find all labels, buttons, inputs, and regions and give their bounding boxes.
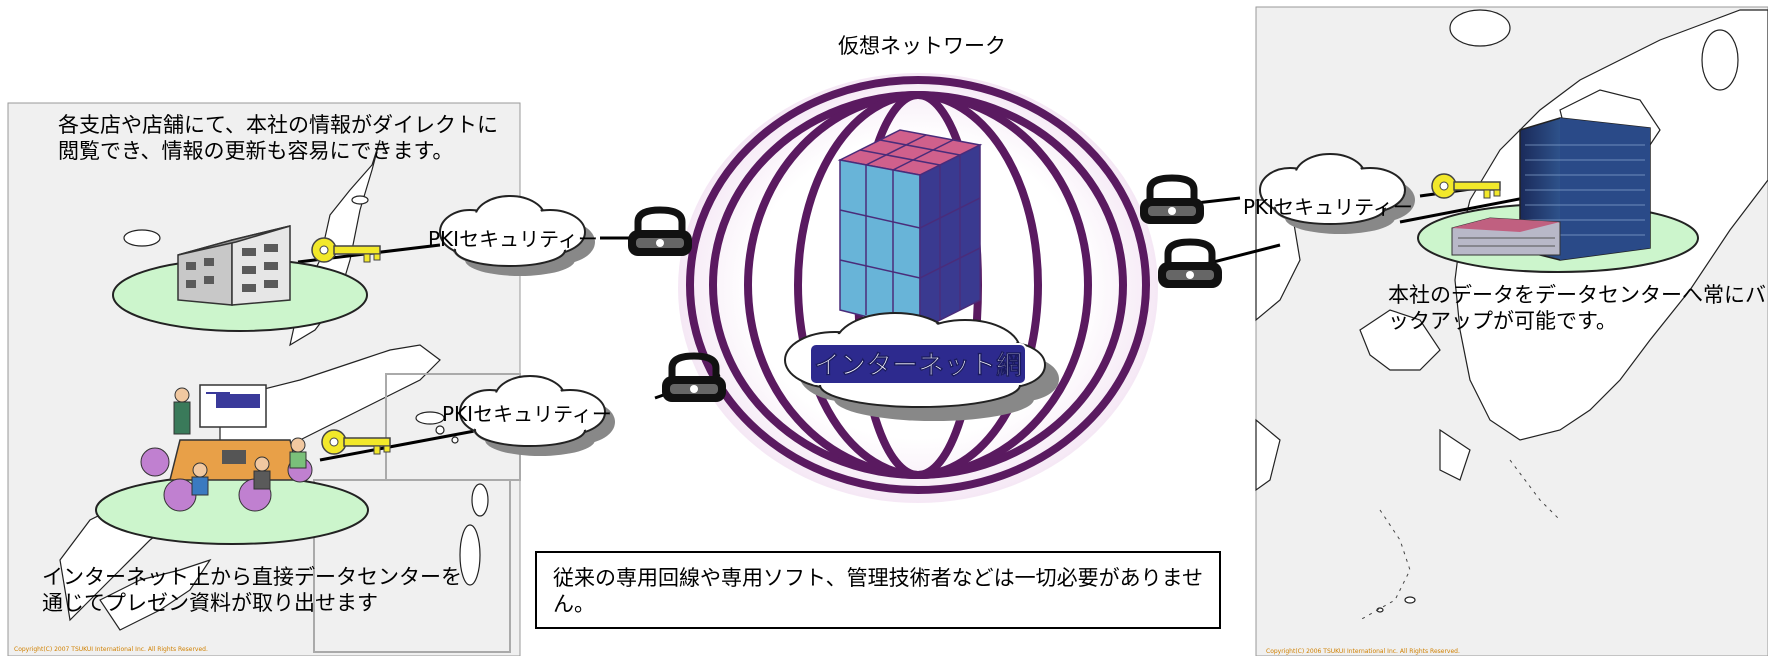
branch-description: 各支店や店舗にて、本社の情報がダイレクトに閲覧でき、情報の更新も容易にできます。 <box>58 113 498 163</box>
copyright-left: Copyright(C) 2007 TSUKUI International I… <box>14 646 208 653</box>
hq-description: 本社のデータをデータセンターへ常にバックアップが可能です。 <box>1388 283 1766 333</box>
cloud-icon: インターネット網 <box>784 312 1059 421</box>
data-center-icon <box>1451 117 1651 261</box>
padlock-icon <box>662 352 726 402</box>
copyright-right: Copyright(C) 2006 TSUKUI International I… <box>1266 648 1460 655</box>
note-box: 従来の専用回線や専用ソフト、管理技術者などは一切必要がありません。 <box>535 551 1221 629</box>
key-icon <box>1431 173 1501 199</box>
virtual-network-label: 仮想ネットワーク <box>838 34 1006 58</box>
key-icon <box>321 429 391 455</box>
pki-label: PKIセキュリティー <box>428 227 598 251</box>
key-icon <box>311 237 381 263</box>
pki-cloud-1: PKIセキュリティー <box>428 195 598 276</box>
server-cubes-icon <box>837 129 983 332</box>
left-map-panel <box>7 102 521 656</box>
presentation-description: インターネット上から直接データセンターを通じてプレゼン資料が取り出せます <box>42 565 462 615</box>
padlock-icon <box>628 206 692 256</box>
pki-label: PKIセキュリティー <box>1243 195 1413 219</box>
building-icon <box>177 225 291 306</box>
pki-cloud-3: PKIセキュリティー <box>1243 153 1415 234</box>
pki-cloud-2: PKIセキュリティー <box>442 375 615 456</box>
pki-label: PKIセキュリティー <box>442 402 612 426</box>
meeting-platform <box>95 475 369 545</box>
meeting-icon <box>140 384 313 512</box>
internet-label: インターネット網 <box>814 350 1022 381</box>
padlock-icon <box>1158 238 1222 288</box>
padlock-icon <box>1140 174 1204 224</box>
internet-label-bg <box>809 343 1027 385</box>
